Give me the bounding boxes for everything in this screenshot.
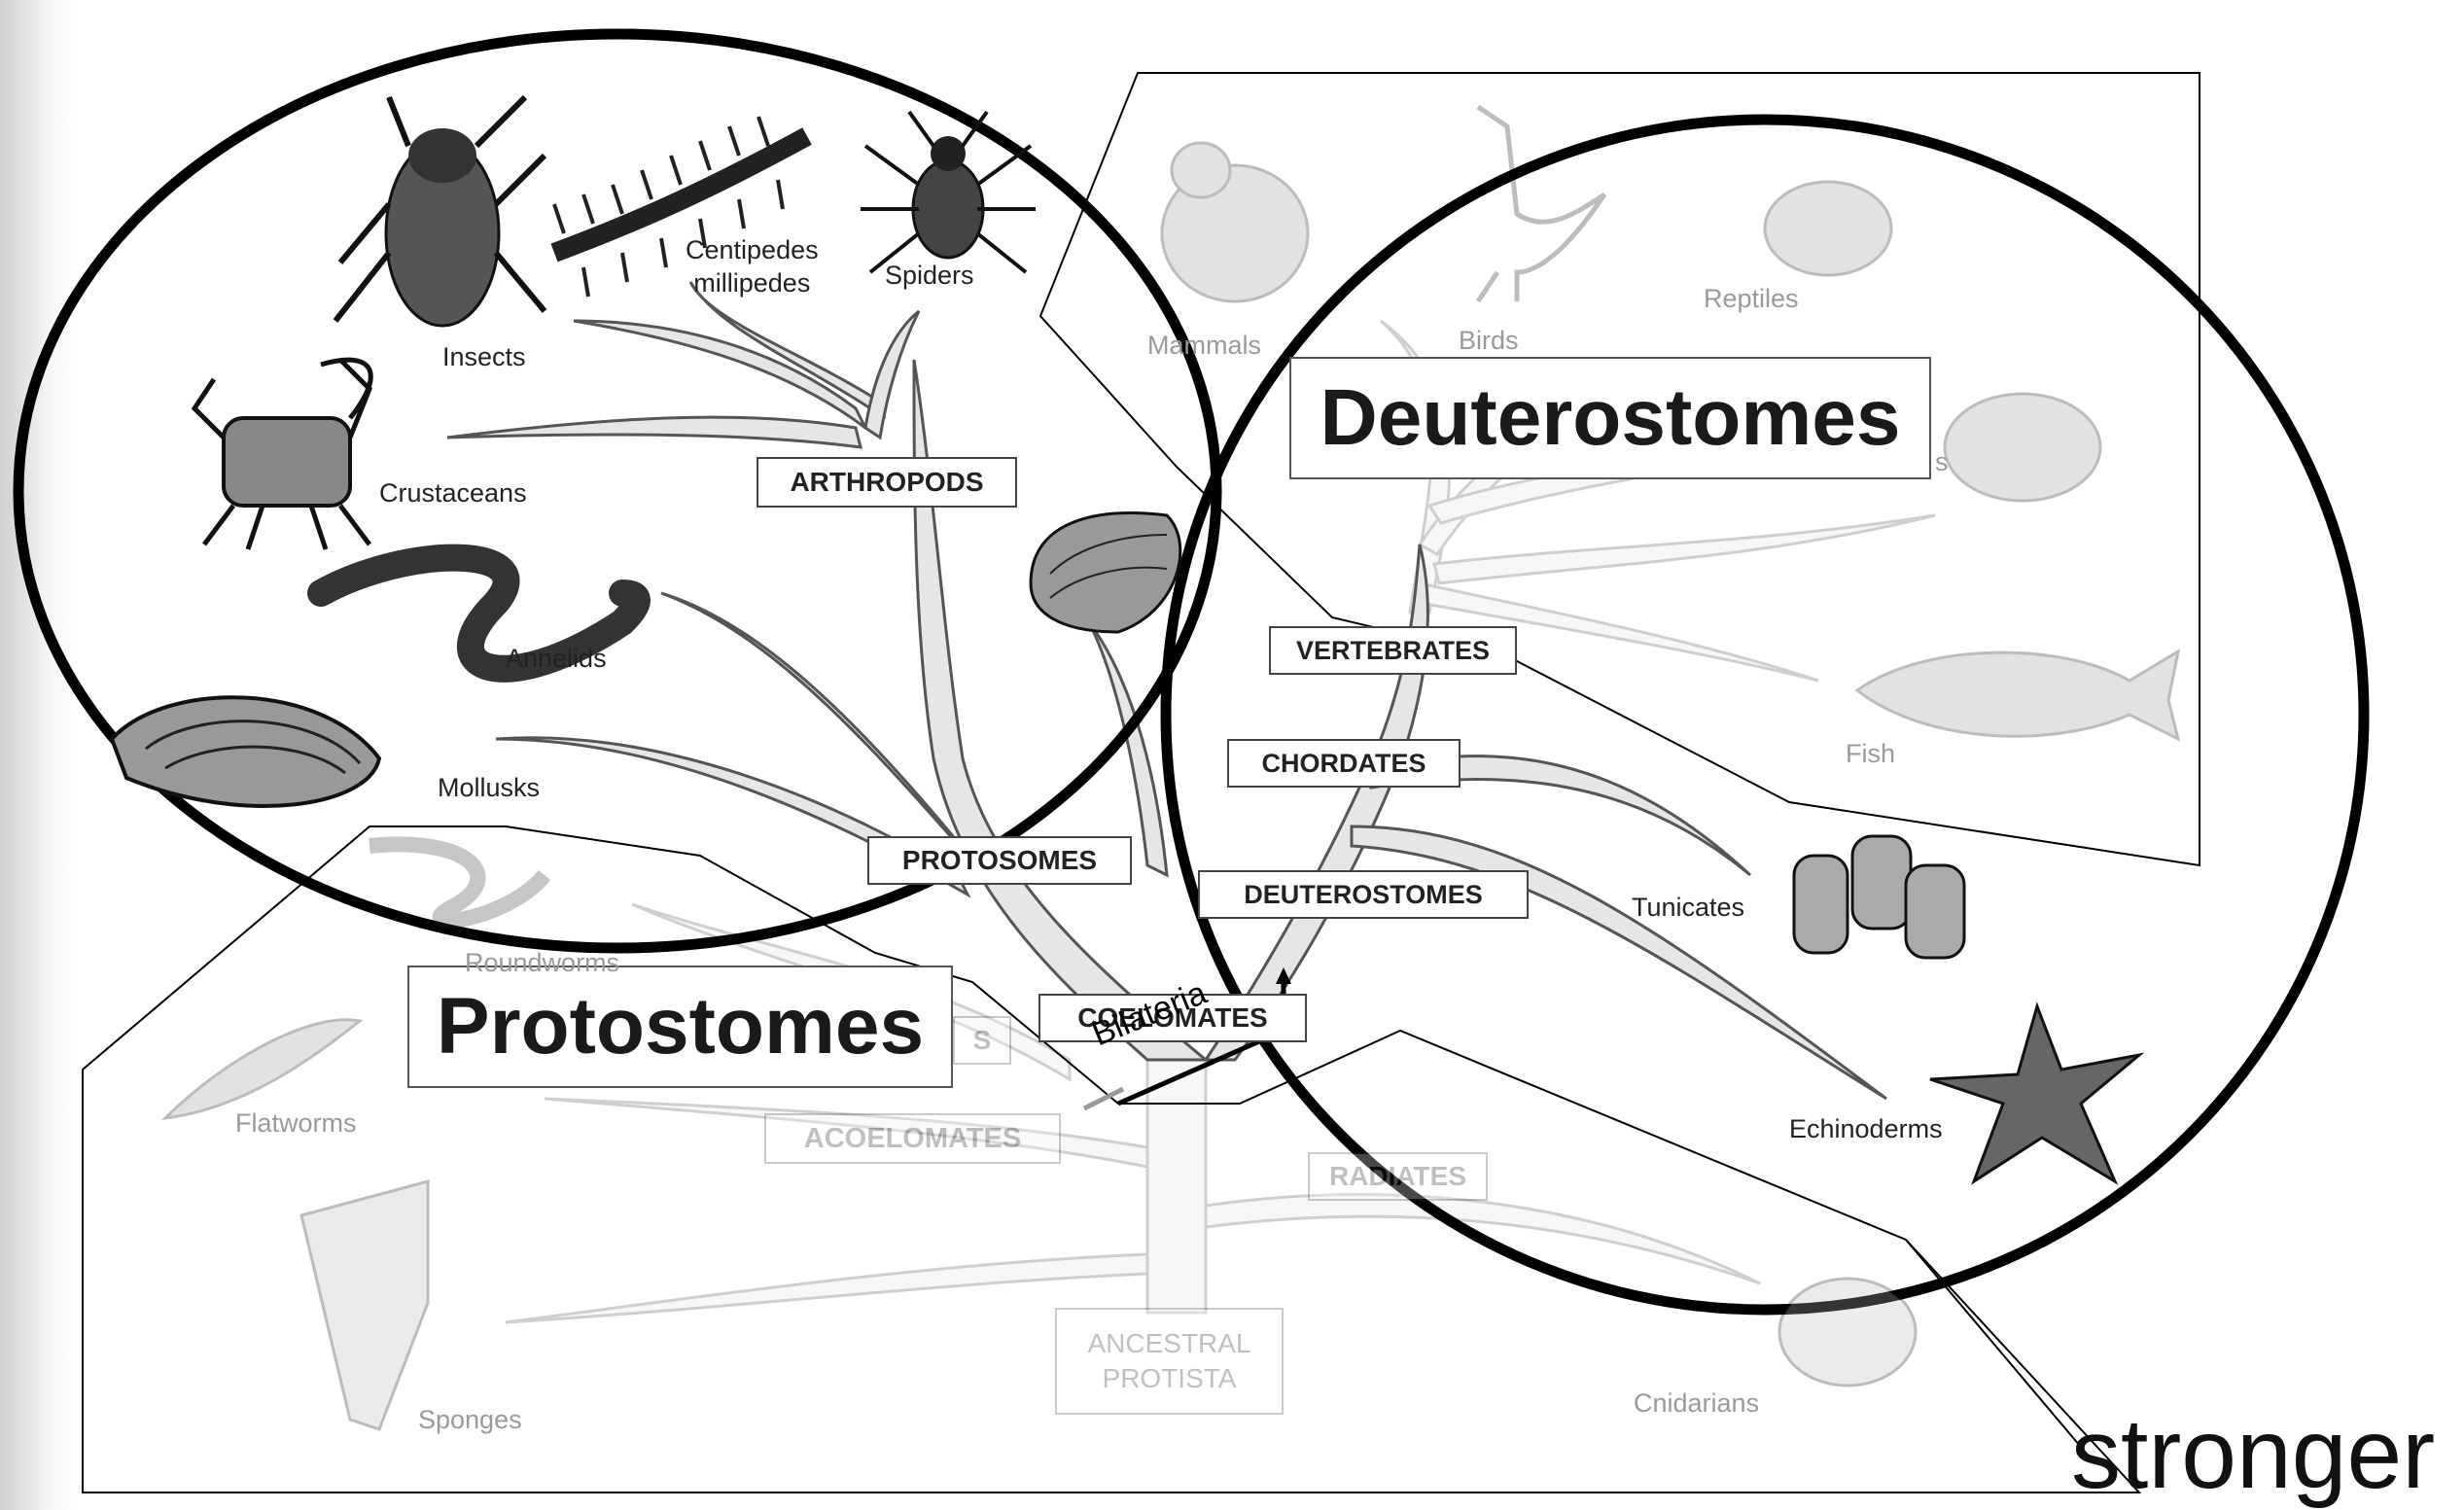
amphibian-frog-icon: [1945, 394, 2100, 501]
fish-icon: [1857, 651, 2178, 739]
cnidarian-jellyfish-icon: [1779, 1279, 1916, 1386]
sponge-icon: [301, 1181, 428, 1429]
label-acoelomates: ACOELOMATES: [764, 1113, 1061, 1164]
branch-spiders: [865, 311, 919, 438]
branch-crustaceans: [447, 417, 861, 447]
label-tunicates: Tunicates: [1632, 893, 1744, 923]
label-cnidarians: Cnidarians: [1634, 1388, 1759, 1419]
label-reptiles: Reptiles: [1704, 284, 1799, 314]
label-spiders: Spiders: [885, 261, 974, 291]
label-deuterostomes-title: Deuterostomes: [1289, 357, 1931, 479]
label-insects: Insects: [442, 342, 526, 372]
spider-icon: [861, 112, 1036, 272]
label-amphibians-fragment: s: [1935, 447, 1949, 477]
centipedes-line2: millipedes: [686, 266, 819, 299]
insect-icon: [335, 97, 545, 326]
flatworm-icon: [165, 1020, 360, 1118]
ancestral-line1: ANCESTRAL: [1087, 1326, 1250, 1361]
branch-sponges: [506, 1254, 1147, 1322]
branch-amphibians: [1434, 515, 1935, 583]
trunk-base: [1147, 1060, 1206, 1313]
label-fish: Fish: [1846, 739, 1895, 769]
label-mammals: Mammals: [1147, 331, 1261, 361]
label-protosomes: PROTOSOMES: [867, 836, 1132, 885]
radiate-region-outline: [1906, 1240, 2091, 1458]
tunicate-icon: [1794, 836, 1964, 958]
label-annelids: Annelids: [506, 644, 607, 674]
label-pseudo-fragment: S: [953, 1016, 1011, 1065]
label-sponges: Sponges: [418, 1405, 522, 1435]
label-flatworms: Flatworms: [235, 1108, 357, 1139]
label-mollusks: Mollusks: [438, 773, 540, 803]
label-protostomes-title: Protostomes: [407, 966, 953, 1088]
label-ancestral-protista: ANCESTRAL PROTISTA: [1055, 1308, 1284, 1415]
label-stronger: stronger: [2071, 1400, 2435, 1507]
label-crustaceans: Crustaceans: [379, 478, 527, 509]
crab-icon: [194, 360, 370, 549]
label-roundworms: Roundworms: [465, 948, 619, 978]
reptile-turtle-icon: [1765, 182, 1891, 275]
roundworm-icon: [370, 844, 545, 920]
protostome-circle: [18, 34, 1216, 948]
label-radiates: RADIATES: [1308, 1152, 1488, 1201]
ancestral-line2: PROTISTA: [1103, 1361, 1237, 1396]
label-deuterostomes-box: DEUTEROSTOMES: [1198, 870, 1529, 919]
label-chordates: CHORDATES: [1227, 739, 1461, 788]
label-centipedes-millipedes: Centipedes millipedes: [686, 233, 819, 299]
centipedes-line1: Centipedes: [686, 233, 819, 266]
label-echinoderms: Echinoderms: [1789, 1114, 1943, 1144]
trunk-deuterostome: [1206, 544, 1427, 1060]
label-arthropods: ARTHROPODS: [757, 457, 1017, 508]
mollusk-clam-icon: [112, 697, 379, 806]
bird-icon: [1478, 107, 1604, 301]
label-vertebrates: VERTEBRATES: [1269, 626, 1517, 675]
echinoderm-starfish-icon: [1930, 1006, 2139, 1181]
scallop-icon: [1031, 513, 1180, 632]
label-birds: Birds: [1459, 326, 1519, 356]
